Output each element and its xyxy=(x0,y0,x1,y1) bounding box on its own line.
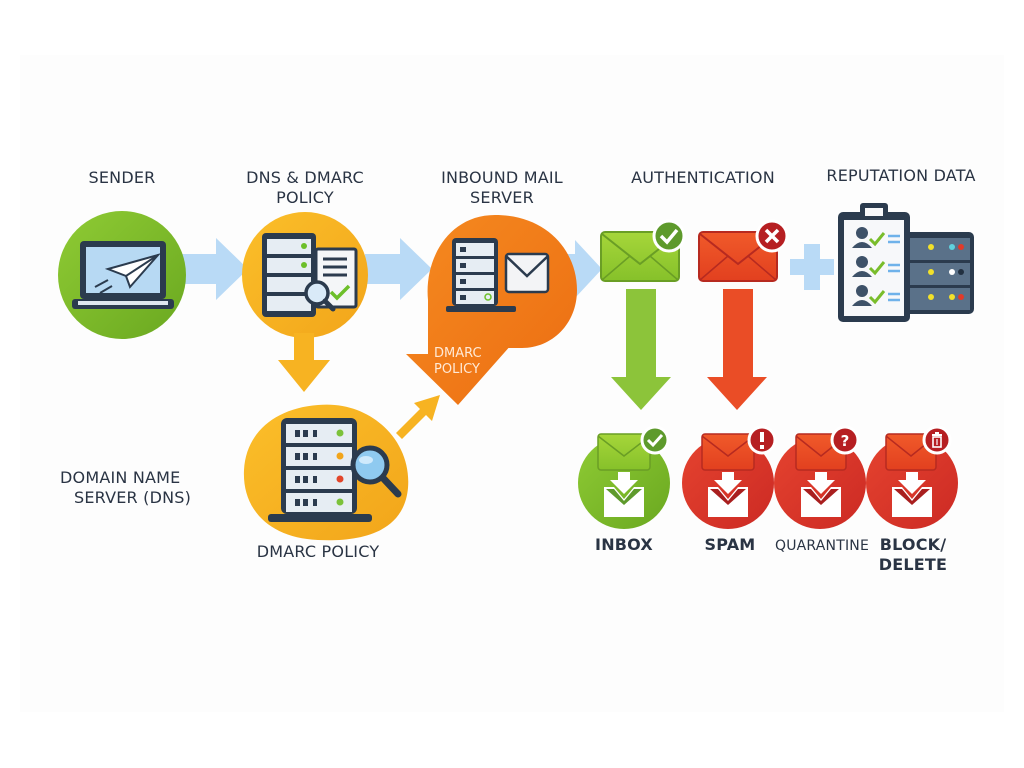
spam-tray-icon xyxy=(701,433,755,517)
block-label-line2: DELETE xyxy=(878,555,948,574)
sender-label: SENDER xyxy=(88,168,156,187)
flow-arrow-sender-to-dns xyxy=(180,238,248,300)
flow-arrow-dns-to-inbound xyxy=(365,238,432,300)
dns-dmarc-label: DNS & DMARC POLICY xyxy=(220,168,390,208)
dns-label: DOMAIN NAME SERVER (DNS) xyxy=(60,468,230,508)
plus-icon xyxy=(790,244,834,290)
inbound-label-line2: SERVER xyxy=(470,188,534,207)
authentication-label: AUTHENTICATION xyxy=(631,168,775,187)
server-magnifier-icon xyxy=(268,418,402,522)
outcome-inbox[interactable] xyxy=(578,425,670,529)
outcome-block[interactable] xyxy=(866,425,958,529)
diagram-background xyxy=(20,55,1004,712)
flow-arrow-fail-to-spam xyxy=(707,289,767,410)
dns-node[interactable] xyxy=(243,404,409,541)
dns-label-line2: SERVER (DNS) xyxy=(74,488,192,507)
outcome-quarantine[interactable]: ? xyxy=(774,425,866,529)
check-badge-icon xyxy=(640,425,670,455)
inbound-node[interactable] xyxy=(406,215,577,405)
reputation-node[interactable] xyxy=(838,203,974,322)
flow-arrow-dns-to-inbound-policy xyxy=(396,395,440,439)
dns-label-line1: DOMAIN NAME xyxy=(60,468,181,487)
laptop-paper-plane-icon xyxy=(72,241,174,309)
flow-arrow-pass-to-inbox xyxy=(611,289,671,410)
svg-text:?: ? xyxy=(841,432,850,450)
trash-badge-icon xyxy=(922,425,952,455)
inbox-label: INBOX xyxy=(595,535,653,554)
question-badge-icon: ? xyxy=(830,425,860,455)
outcome-spam[interactable] xyxy=(682,425,777,529)
inbound-inner-line1: DMARC xyxy=(434,346,482,361)
server-envelope-icon xyxy=(446,238,550,312)
clipboard-server-icon xyxy=(838,203,974,322)
envelope-x-icon xyxy=(698,219,789,282)
spam-label: SPAM xyxy=(704,535,756,554)
flow-arrow-dns-dmarc-to-dns xyxy=(278,333,330,392)
server-document-magnifier-icon xyxy=(262,233,358,317)
inbound-inner-line2: POLICY xyxy=(434,362,480,377)
dns-dmarc-label-line2: POLICY xyxy=(276,188,334,207)
authentication-pass[interactable] xyxy=(600,219,686,282)
block-tray-icon xyxy=(885,433,937,517)
envelope-check-icon xyxy=(600,219,686,282)
dns-caption: DMARC POLICY xyxy=(256,542,380,561)
inbound-label: INBOUND MAIL SERVER xyxy=(412,168,592,208)
authentication-fail[interactable] xyxy=(698,219,789,282)
reputation-label: REPUTATION DATA xyxy=(826,166,976,185)
inbound-dmarc-policy-label: DMARC POLICY xyxy=(434,346,482,378)
sender-node[interactable] xyxy=(58,211,186,339)
inbound-label-line1: INBOUND MAIL xyxy=(441,168,563,187)
exclamation-badge-icon xyxy=(747,425,777,455)
block-label-line1: BLOCK/ xyxy=(879,535,947,554)
quarantine-label: QUARANTINE xyxy=(774,538,870,554)
block-label: BLOCK/ DELETE xyxy=(868,535,958,575)
dns-dmarc-label-line1: DNS & DMARC xyxy=(246,168,364,187)
dns-dmarc-node[interactable] xyxy=(242,212,368,338)
